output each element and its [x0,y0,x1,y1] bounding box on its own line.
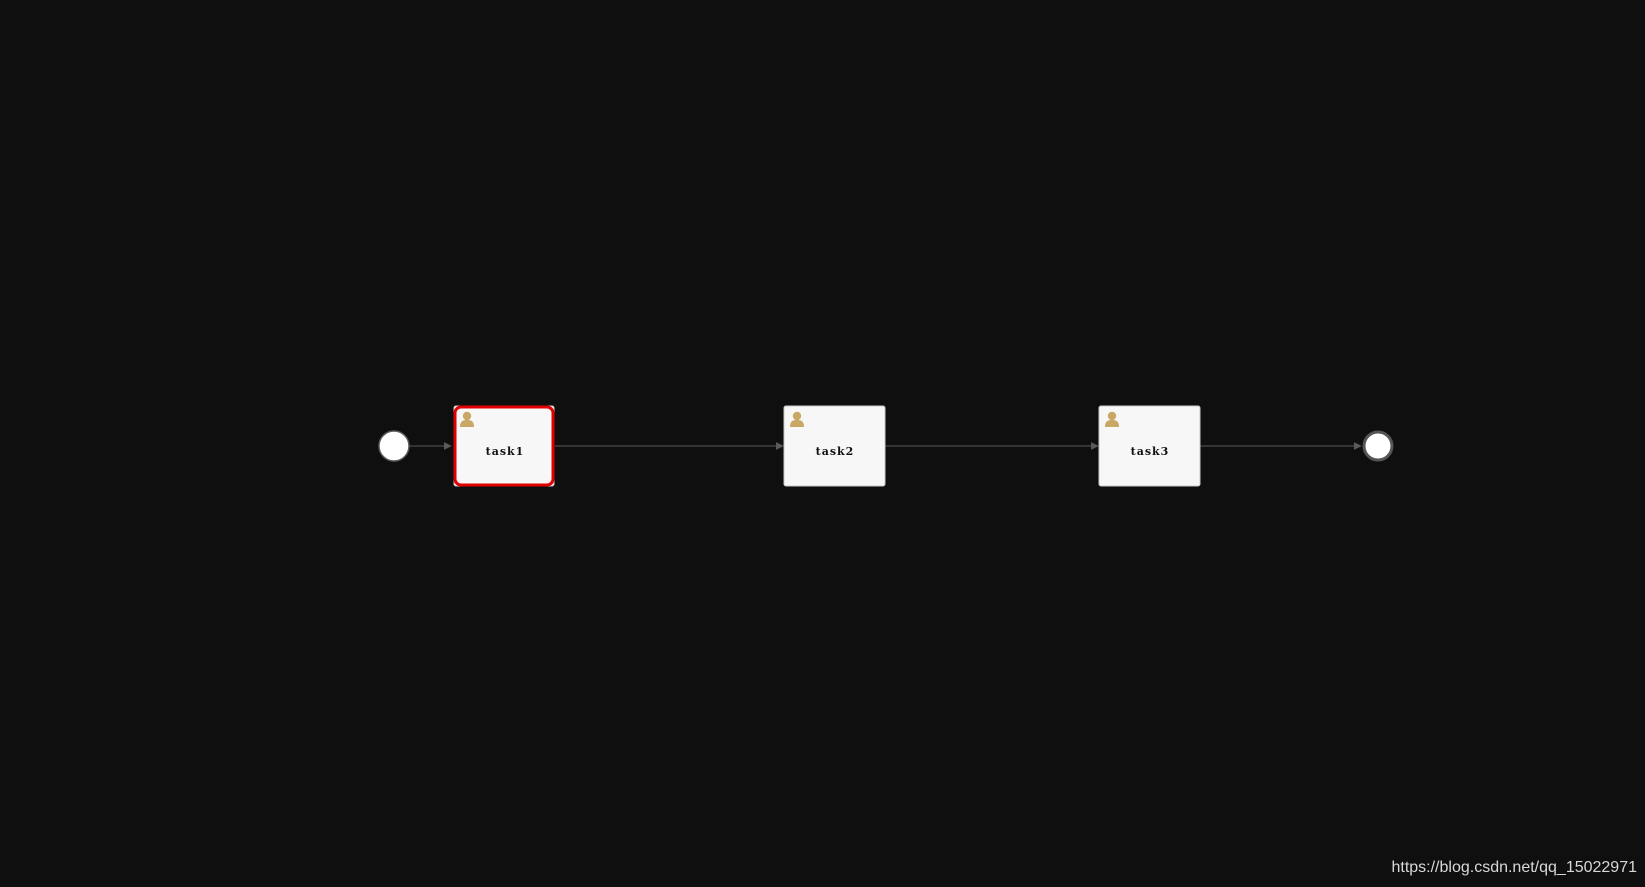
start-event[interactable] [378,430,410,462]
task-label: task1 [486,445,525,458]
task-label: task2 [816,445,855,458]
user-task-icon [460,411,474,427]
end-event[interactable] [1362,430,1394,462]
user-task-icon [1105,411,1119,427]
user-task-task1[interactable]: task1 [453,405,555,487]
user-task-task3[interactable]: task3 [1098,405,1201,487]
task-box [1098,405,1201,487]
task-box [783,405,886,487]
watermark-text: https://blog.csdn.net/qq_15022971 [1391,859,1637,876]
task-label: task3 [1131,445,1170,458]
active-task-highlight [453,405,555,487]
user-task-icon [790,411,804,427]
user-task-task2[interactable]: task2 [783,405,886,487]
